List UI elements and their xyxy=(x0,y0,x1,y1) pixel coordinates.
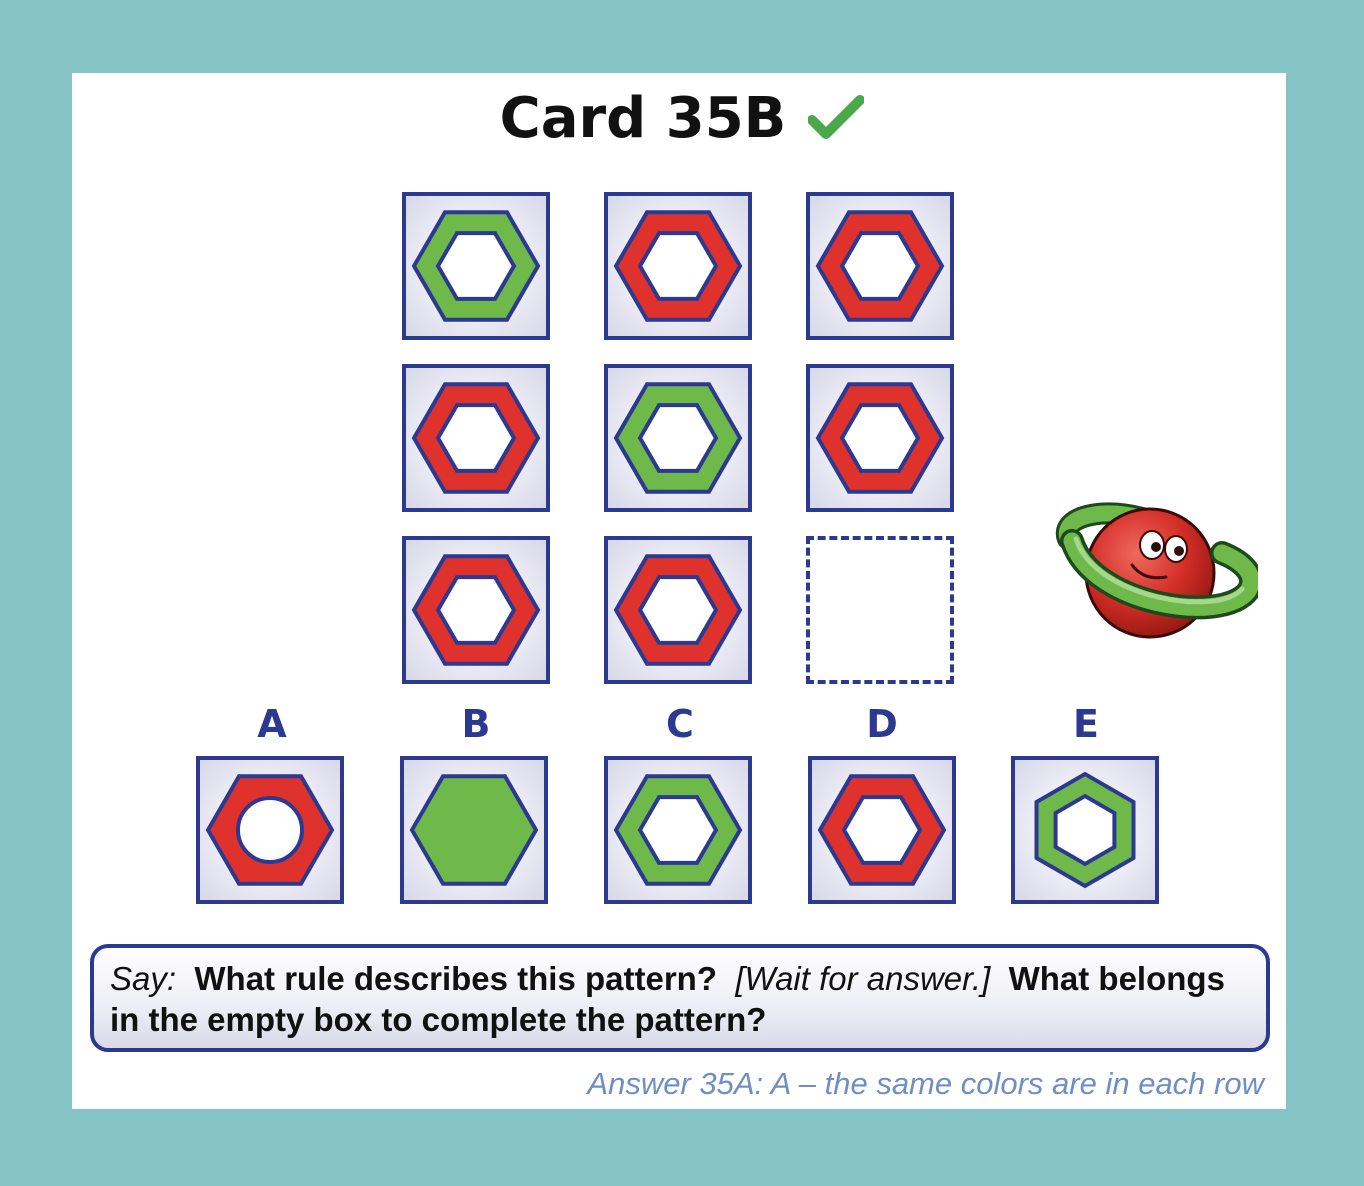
wait-instruction: [Wait for answer.] xyxy=(735,960,991,997)
hexagon-icon xyxy=(411,554,541,666)
check-icon xyxy=(807,87,866,157)
option-letter-e: E xyxy=(1073,702,1099,746)
hexagon-icon xyxy=(1034,771,1136,889)
hexagon-icon xyxy=(613,210,743,322)
option-d-tile[interactable] xyxy=(808,756,956,904)
answer-note: Answer 35A: A – the same colors are in e… xyxy=(587,1066,1264,1101)
planet-mascot-icon xyxy=(1052,495,1263,645)
hexagon-icon xyxy=(815,210,945,322)
grid-cell-r3c2 xyxy=(604,536,752,684)
grid-cell-r1c3 xyxy=(806,192,954,340)
grid-cell-r3c1 xyxy=(402,536,550,684)
option-letter-d: D xyxy=(866,702,898,746)
hexagon-icon xyxy=(613,774,743,886)
hexagon-icon xyxy=(205,774,335,886)
option-letter-b: B xyxy=(461,702,491,746)
instruction-box: Say: What rule describes this pattern? [… xyxy=(90,944,1270,1052)
grid-cell-r1c1 xyxy=(402,192,550,340)
card-title-text: Card 35B xyxy=(499,86,787,151)
say-label: Say: xyxy=(110,960,177,997)
hexagon-icon xyxy=(817,774,947,886)
question-1: What rule describes this pattern? xyxy=(194,960,717,997)
hexagon-icon xyxy=(815,382,945,494)
grid-cell-r2c2 xyxy=(604,364,752,512)
option-letter-c: C xyxy=(666,702,694,746)
grid-cell-r2c1 xyxy=(402,364,550,512)
empty-answer-box[interactable] xyxy=(806,536,954,684)
option-e-tile[interactable] xyxy=(1011,756,1159,904)
hexagon-icon xyxy=(411,382,541,494)
option-letter-a: A xyxy=(257,702,287,746)
grid-cell-r2c3 xyxy=(806,364,954,512)
hexagon-icon xyxy=(411,210,541,322)
option-a-tile[interactable] xyxy=(196,756,344,904)
hexagon-icon xyxy=(409,774,539,886)
grid-cell-r1c2 xyxy=(604,192,752,340)
question-2: What belongs in the empty box to complet… xyxy=(110,960,1225,1038)
option-b-tile[interactable] xyxy=(400,756,548,904)
option-c-tile[interactable] xyxy=(604,756,752,904)
hexagon-icon xyxy=(613,382,743,494)
hexagon-icon xyxy=(613,554,743,666)
card-title: Card 35B xyxy=(0,84,1364,157)
